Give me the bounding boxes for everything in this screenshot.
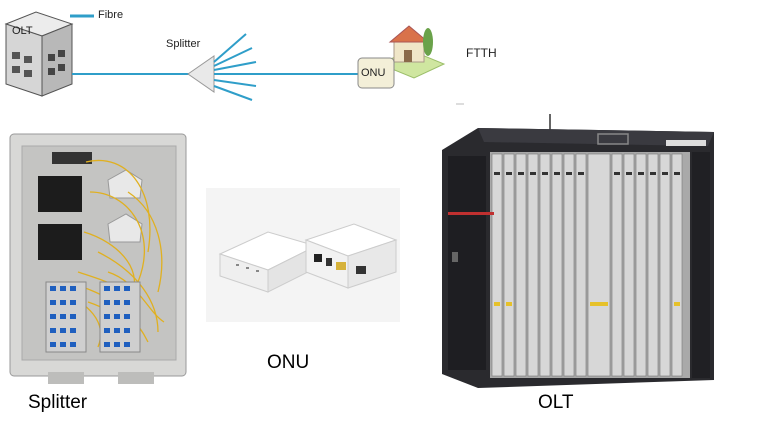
onu-diagram-label: ONU: [361, 67, 386, 79]
splitter-photo-caption: Splitter: [28, 392, 88, 413]
olt-photo-caption: OLT: [538, 392, 574, 413]
ftth-house-icon: [378, 25, 446, 79]
splitter-module-top: [38, 176, 82, 212]
ftth-label: FTTH: [466, 46, 497, 60]
onu-box-icon: [357, 57, 395, 89]
split-fibres: [213, 33, 360, 101]
splitter-diagram-label: Splitter: [166, 38, 201, 50]
onu-device-photo: [206, 188, 400, 322]
splitter-module-bottom: [38, 224, 82, 260]
topology-diagram: [4, 11, 464, 105]
olt-building-icon: [4, 11, 74, 97]
fibre-legend-label: Fibre: [98, 9, 124, 21]
onu-photo-caption: ONU: [267, 352, 310, 373]
splitter-cone-icon: [187, 55, 215, 93]
olt-building-label: OLT: [12, 25, 33, 37]
splitter-cabinet-photo: [9, 133, 187, 384]
line-card-slots: [490, 152, 690, 378]
olt-chassis-photo: [442, 114, 714, 388]
